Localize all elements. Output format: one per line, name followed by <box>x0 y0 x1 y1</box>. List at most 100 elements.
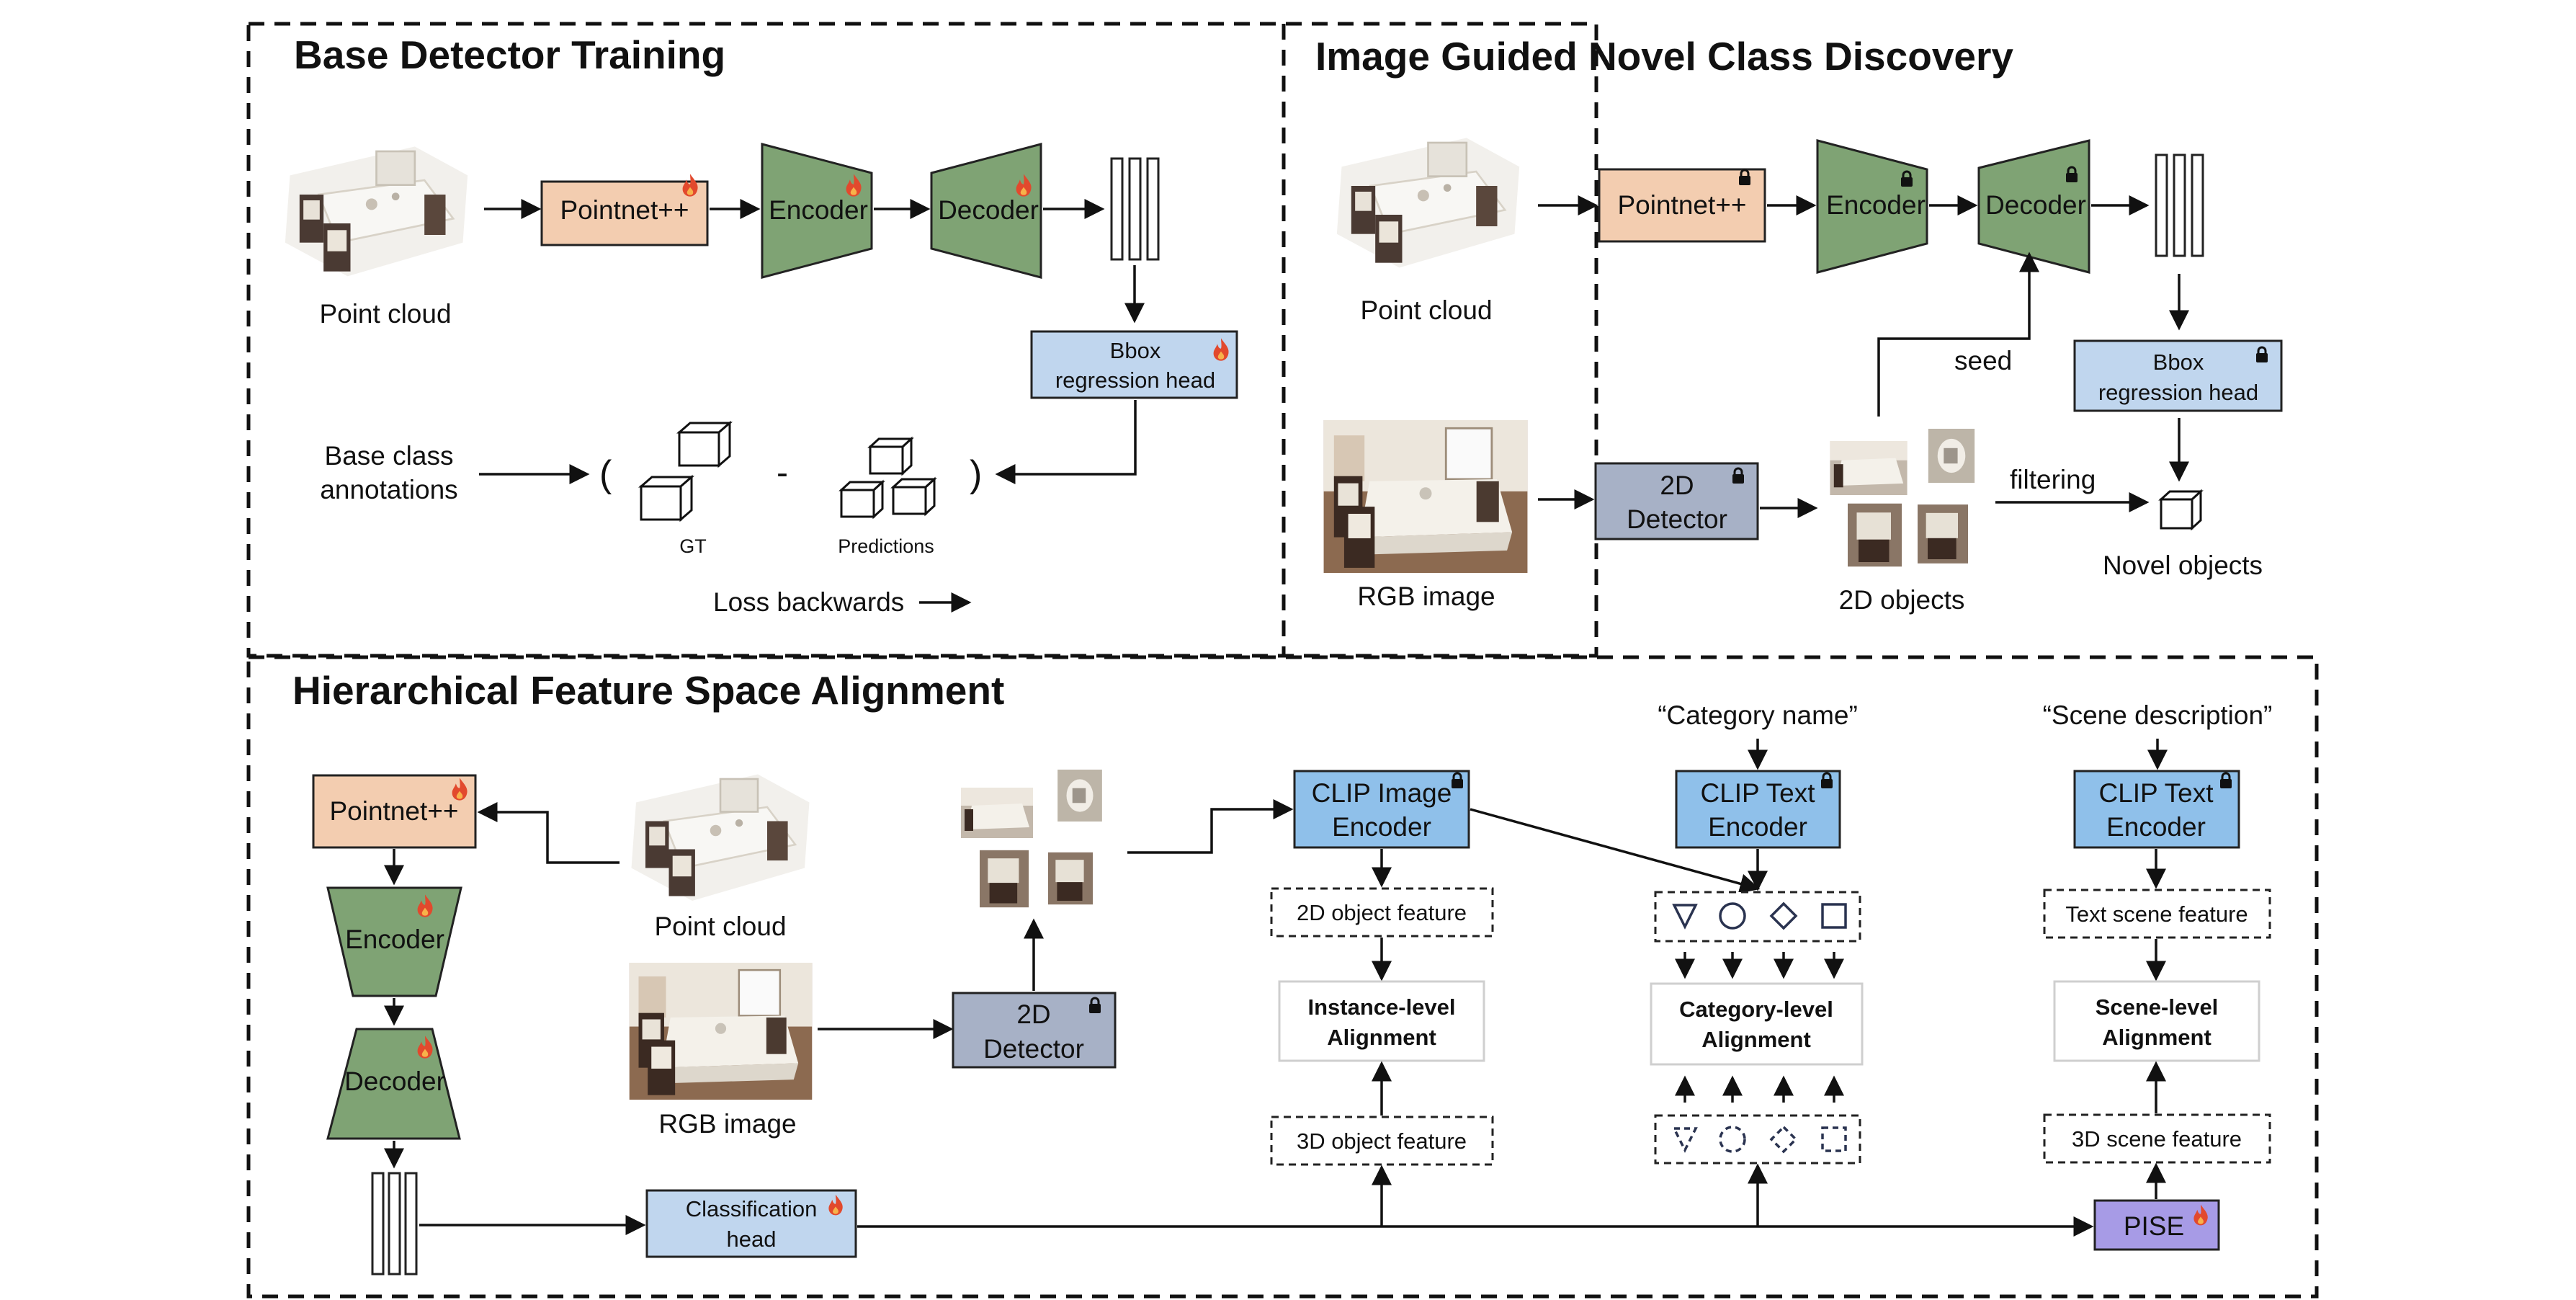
loss-label: Loss backwards <box>713 587 904 617</box>
3d-scene-feature-box <box>2043 1113 2271 1164</box>
clip-text-encoder-box <box>1675 770 1841 849</box>
category-3d-shapes <box>1672 1125 1847 1154</box>
point-cloud-label: Point cloud <box>1360 295 1492 325</box>
category-arrows-up <box>1675 1075 1844 1103</box>
decoder-label: Decoder <box>938 195 1039 225</box>
category-text-features-box <box>1654 891 1861 943</box>
decoder-block <box>930 143 1042 279</box>
bbox-head-label-1: Bbox <box>2153 350 2204 375</box>
pise-label: PISE <box>2124 1211 2184 1241</box>
annotations-label-2: annotations <box>320 475 457 504</box>
minus-sign: - <box>777 454 788 492</box>
clip-text-label-1: CLIP Text <box>2098 778 2214 808</box>
detector-label-2: Detector <box>1627 504 1727 534</box>
base-detector-panel: Base Detector Training Point cloud Point… <box>284 32 1238 617</box>
pointnet-label: Pointnet++ <box>1618 190 1747 220</box>
scene-alignment-label-1: Scene-level <box>2096 994 2219 1020</box>
detector-label-1: 2D <box>1016 1000 1050 1029</box>
feature-bars <box>1110 157 1160 261</box>
circle-icon <box>1719 1126 1746 1153</box>
category-3d-features-box <box>1654 1114 1861 1165</box>
clip-text-label-2: Encoder <box>2106 812 2206 842</box>
encoder-block <box>1816 139 1928 274</box>
classification-head-label-2: head <box>727 1226 777 1252</box>
paren-open: ( <box>599 453 612 495</box>
point-cloud-image <box>630 773 810 902</box>
text-scene-feature-box <box>2043 889 2271 939</box>
2d-object-feature-box <box>1270 887 1494 938</box>
encoder-label: Encoder <box>769 195 868 225</box>
detector-box <box>952 992 1117 1069</box>
classification-head-label-1: Classification <box>686 1196 818 1221</box>
category-alignment-label-2: Alignment <box>1701 1027 1811 1052</box>
filtering-label: filtering <box>2010 465 2096 494</box>
clip-text-label-1: CLIP Text <box>1700 778 1815 808</box>
feature-bars <box>371 1172 418 1275</box>
pise-box <box>2093 1199 2220 1251</box>
base-panel-title: Base Detector Training <box>294 32 725 77</box>
clip-text-encoder-box <box>2073 770 2240 849</box>
bbox-head-label-1: Bbox <box>1110 338 1161 363</box>
novel-object-cube <box>2158 489 2204 531</box>
category-arrows-down <box>1675 952 1844 979</box>
3d-scene-feature-label: 3D scene feature <box>2072 1126 2242 1152</box>
decoder-block <box>1977 139 2090 274</box>
clip-image-label-1: CLIP Image <box>1312 778 1452 808</box>
decoder-label: Decoder <box>344 1067 445 1096</box>
scene-alignment-box <box>2053 980 2260 1062</box>
novel-panel-title: Image Guided Novel Class Discovery <box>1315 34 2013 79</box>
2d-object-crops <box>1830 429 1975 567</box>
category-alignment-label-1: Category-level <box>1679 997 1833 1022</box>
point-cloud-image <box>284 145 469 277</box>
text-scene-feature-label: Text scene feature <box>2065 901 2248 927</box>
circle-icon <box>1719 902 1746 930</box>
hier-panel-title: Hierarchical Feature Space Alignment <box>292 668 1004 713</box>
prediction-cubes <box>838 436 937 520</box>
encoder-block <box>761 143 873 279</box>
detector-label-2: Detector <box>983 1034 1084 1064</box>
gt-label: GT <box>679 535 707 557</box>
feature-bars <box>2155 153 2204 257</box>
triangle-icon <box>1672 904 1698 930</box>
panel-frames <box>246 22 2319 1299</box>
paren-close: ) <box>970 453 982 495</box>
novel-discovery-panel: Image Guided Novel Class Discovery Point… <box>1315 34 2283 615</box>
2d-object-feature-label: 2D object feature <box>1297 900 1467 925</box>
gt-cubes <box>638 420 733 522</box>
pointnet-label: Pointnet++ <box>560 195 689 225</box>
rgb-label: RGB image <box>658 1109 796 1139</box>
triangle-icon <box>1672 1127 1698 1153</box>
classification-head-box <box>645 1189 857 1258</box>
rgb-image <box>628 963 813 1100</box>
bbox-head-box <box>2073 339 2283 412</box>
hierarchical-alignment-panel: Hierarchical Feature Space Alignment Poi… <box>292 668 2272 1275</box>
instance-alignment-label-2: Alignment <box>1327 1025 1436 1050</box>
annotations-label-1: Base class <box>325 441 454 471</box>
point-cloud-image <box>1336 136 1521 269</box>
scene-alignment-label-2: Alignment <box>2102 1025 2211 1050</box>
decoder-label: Decoder <box>1985 190 2086 220</box>
encoder-label: Encoder <box>345 925 444 954</box>
square-icon <box>1821 903 1847 929</box>
category-name-text: “Category name” <box>1658 700 1858 730</box>
instance-alignment-box <box>1278 980 1485 1062</box>
pointnet-label: Pointnet++ <box>330 796 459 826</box>
2d-objects-label: 2D objects <box>1839 585 1965 615</box>
novel-objects-label: Novel objects <box>2103 551 2263 580</box>
bbox-head-box <box>1030 330 1238 399</box>
instance-alignment-label-1: Instance-level <box>1307 994 1455 1020</box>
clip-image-encoder-box <box>1293 770 1470 849</box>
clip-text-label-2: Encoder <box>1708 812 1807 842</box>
detector-label-1: 2D <box>1660 471 1694 500</box>
square-icon <box>1821 1126 1847 1152</box>
clip-image-label-2: Encoder <box>1332 812 1431 842</box>
pointnet-box <box>1598 168 1766 243</box>
rgb-label: RGB image <box>1357 582 1495 611</box>
predictions-label: Predictions <box>838 535 934 557</box>
bbox-head-label-2: regression head <box>1055 368 1215 393</box>
category-alignment-box <box>1650 982 1864 1066</box>
rgb-image <box>1323 420 1529 573</box>
pointnet-box <box>312 774 477 849</box>
point-cloud-label: Point cloud <box>319 299 451 329</box>
